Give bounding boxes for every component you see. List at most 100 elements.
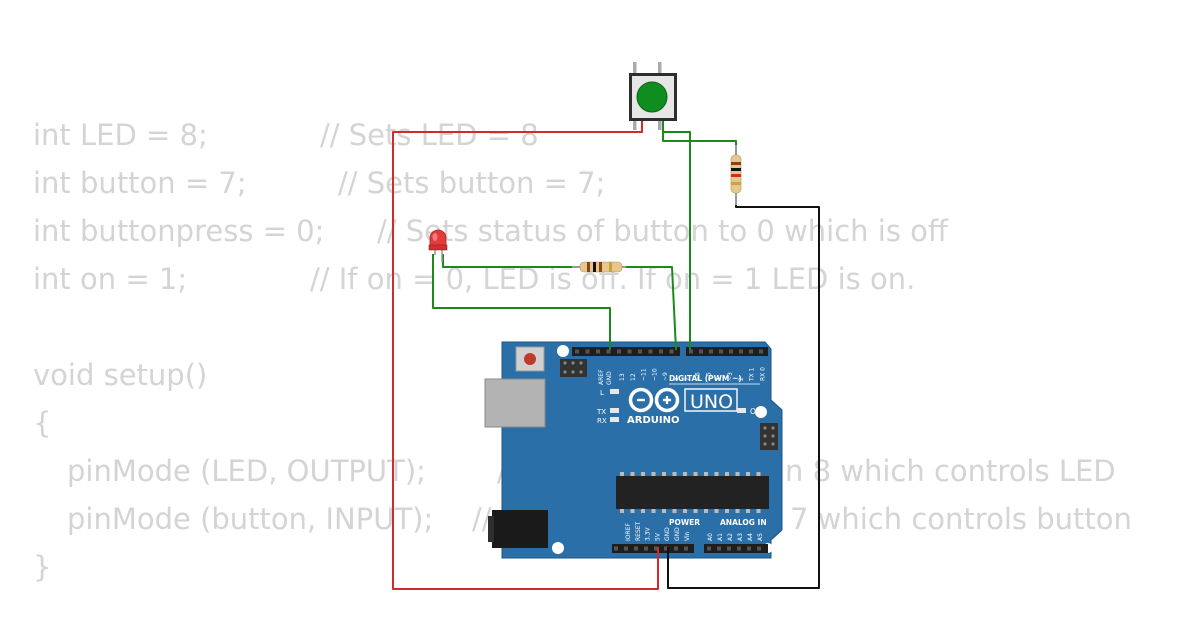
usb-port bbox=[484, 378, 546, 428]
chip-leg bbox=[725, 472, 729, 476]
header-pin bbox=[707, 546, 711, 551]
rx-label: RX bbox=[597, 417, 607, 425]
code-line: int buttonpress = 0; bbox=[33, 214, 325, 248]
red-led bbox=[428, 229, 448, 262]
chip-leg bbox=[630, 509, 635, 513]
header-pin bbox=[627, 349, 632, 354]
analog-pin-label: A4 bbox=[747, 533, 754, 541]
chip-leg bbox=[714, 472, 719, 476]
wire-green-pin7 bbox=[662, 121, 691, 350]
header-pin bbox=[674, 546, 678, 551]
chip-leg bbox=[725, 509, 729, 513]
icsp-header-right bbox=[760, 423, 778, 450]
header-pin bbox=[606, 349, 611, 354]
chip-leg bbox=[693, 472, 698, 476]
chip-leg bbox=[662, 472, 666, 476]
digital-pin-label: ~11 bbox=[641, 368, 648, 381]
wire-green-led-resistor bbox=[442, 254, 576, 268]
analog-pin-label: A3 bbox=[737, 533, 744, 541]
header-pin bbox=[669, 349, 674, 354]
digital-pin-label: 12 bbox=[630, 373, 637, 381]
analog-pin-label: A5 bbox=[757, 533, 764, 541]
digital-pin-label: 13 bbox=[619, 373, 626, 381]
header-pin bbox=[759, 349, 763, 354]
led-l bbox=[610, 389, 619, 394]
chip-leg bbox=[683, 509, 687, 513]
wire-green-led-gnd bbox=[432, 254, 611, 350]
power-pin-label: GND bbox=[674, 527, 681, 541]
uno-badge bbox=[684, 388, 738, 412]
header-pin bbox=[659, 349, 663, 354]
power-jack bbox=[492, 510, 548, 548]
digital-header-right bbox=[686, 347, 768, 356]
digital-pin-label: 7 bbox=[684, 377, 691, 381]
chip-leg bbox=[641, 509, 645, 513]
header-pin bbox=[737, 546, 741, 551]
header-pin bbox=[727, 546, 731, 551]
header-pin bbox=[575, 349, 579, 354]
chip-leg bbox=[746, 472, 750, 476]
chip-leg bbox=[651, 472, 656, 476]
power-pin-label: RESET bbox=[635, 521, 642, 541]
chip-leg bbox=[756, 509, 761, 513]
header-pin bbox=[747, 546, 751, 551]
code-line: int button = 7; bbox=[33, 166, 247, 200]
chip-leg bbox=[756, 472, 761, 476]
power-pin-label: Vin bbox=[684, 531, 691, 541]
header-pin bbox=[654, 546, 658, 551]
digital-pin-label: ~6 bbox=[695, 372, 702, 381]
model-label: UNO bbox=[690, 391, 733, 413]
power-pin-label: IOREF bbox=[625, 523, 632, 541]
led-rx bbox=[610, 417, 619, 422]
mounting-hole bbox=[755, 406, 767, 418]
code-comment-fragment: 7 which controls button bbox=[790, 502, 1132, 536]
chip-leg bbox=[672, 472, 677, 476]
power-header bbox=[612, 544, 694, 553]
push-button[interactable] bbox=[629, 62, 677, 130]
header-pin bbox=[757, 546, 761, 551]
header-pin bbox=[614, 546, 618, 551]
wire-green-button-resistor bbox=[662, 132, 737, 157]
header-pin bbox=[624, 546, 628, 551]
arduino-logo bbox=[628, 387, 680, 413]
microcontroller-chip bbox=[616, 476, 769, 509]
chip-leg bbox=[704, 472, 708, 476]
power-pin-label: GND bbox=[664, 527, 671, 541]
led-on bbox=[737, 408, 746, 413]
resistor-pulldown bbox=[730, 145, 742, 205]
digital-pin-label: ~9 bbox=[662, 372, 669, 381]
code-comment: // Sets status of button to 0 which is o… bbox=[377, 214, 948, 248]
chip-leg bbox=[735, 509, 740, 513]
l-label: L bbox=[600, 389, 604, 397]
chip-leg bbox=[683, 472, 687, 476]
header-pin bbox=[729, 349, 733, 354]
icsp-header bbox=[560, 359, 587, 377]
chip-leg bbox=[714, 509, 719, 513]
header-pin bbox=[684, 546, 688, 551]
header-pin bbox=[699, 349, 703, 354]
chip-leg bbox=[620, 509, 624, 513]
brand-label: ARDUINO bbox=[627, 415, 679, 426]
on-label: ON bbox=[750, 407, 762, 416]
code-line: } bbox=[33, 550, 52, 584]
digital-pin-label: 8 bbox=[673, 377, 680, 381]
code-line: pinMode (button, INPUT); bbox=[67, 502, 434, 536]
digital-pin-label: ~3 bbox=[727, 372, 734, 381]
wire-green-pin8 bbox=[621, 266, 677, 351]
code-line: { bbox=[33, 406, 52, 440]
code-comment-fragment: n 8 which controls LED bbox=[785, 454, 1116, 488]
code-comment: // Sets LED = 8 bbox=[320, 118, 539, 152]
chip-leg bbox=[672, 509, 677, 513]
reset-button-cap bbox=[524, 353, 536, 365]
code-line: pinMode (LED, OUTPUT); bbox=[67, 454, 426, 488]
analog-pin-label: A2 bbox=[727, 533, 734, 541]
digital-pin-label: TX 1 bbox=[749, 367, 756, 382]
analog-label: ANALOG IN bbox=[720, 518, 767, 527]
code-line: void setup() bbox=[33, 358, 208, 392]
chip-leg bbox=[746, 509, 750, 513]
header-pin bbox=[717, 546, 721, 551]
header-pin bbox=[664, 546, 668, 551]
led-tx bbox=[610, 408, 619, 413]
analog-header bbox=[704, 544, 768, 553]
chip-leg bbox=[620, 472, 624, 476]
